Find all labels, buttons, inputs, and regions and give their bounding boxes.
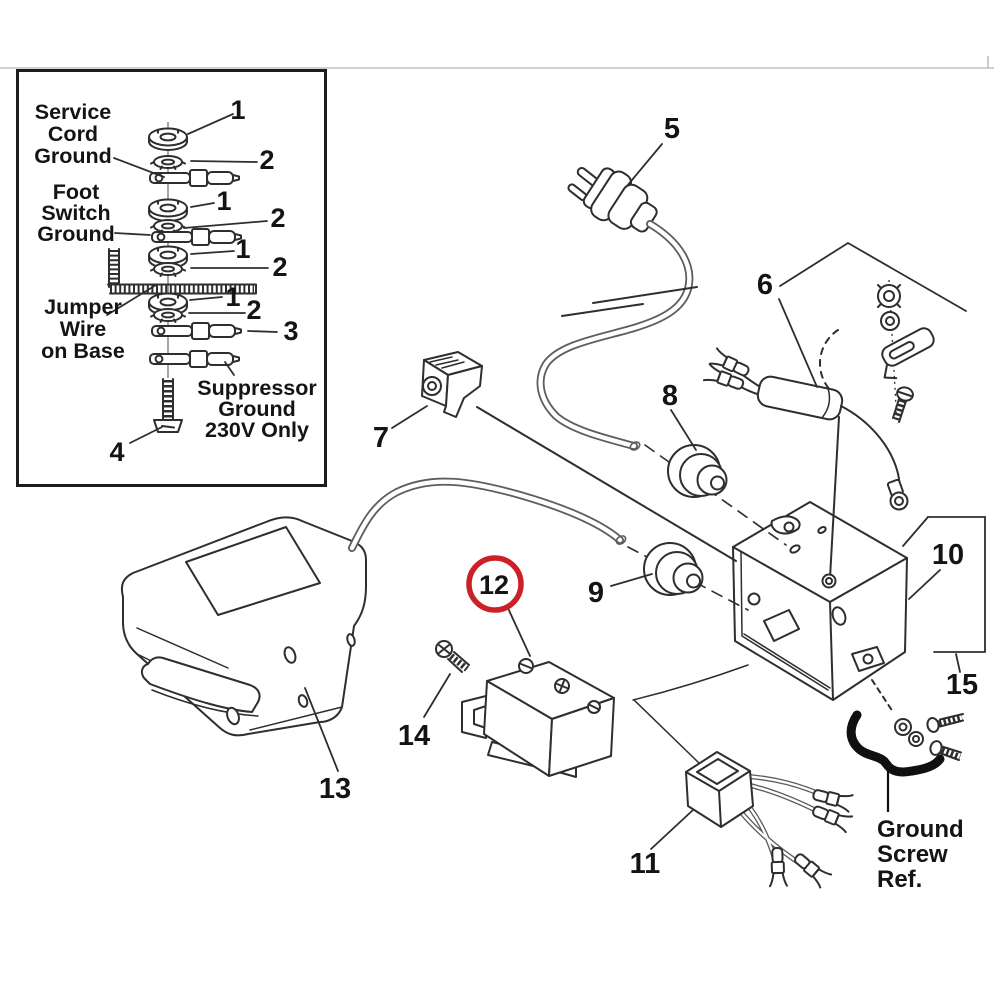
callout-5-number: 5 xyxy=(664,113,680,145)
cord-break-marks xyxy=(561,286,698,317)
callout-13-number: 13 xyxy=(319,773,351,805)
cable-clamp-drawing xyxy=(881,327,935,380)
part-13-foot-pedal-drawing xyxy=(120,477,627,737)
callout-8: 8 xyxy=(662,380,697,451)
callout-6: 6 xyxy=(757,241,967,388)
part-9-bushing-drawing xyxy=(643,542,704,596)
svg-text:Ground: Ground xyxy=(37,222,115,246)
callout-9: 9 xyxy=(588,573,653,609)
callout-6-number: 6 xyxy=(757,269,773,301)
lock-washer-drawing xyxy=(150,155,186,170)
inset-callout-1a: 1 xyxy=(230,95,245,125)
lock-washer-drawing xyxy=(150,308,186,323)
jumper-wire-drawing xyxy=(107,248,257,295)
ground-screw-ref-label-line-3: Ref. xyxy=(877,866,922,893)
hex-nut-drawing xyxy=(148,127,188,151)
svg-text:Wire: Wire xyxy=(60,317,106,341)
ground-screw-ref-group: Ground Screw Ref. xyxy=(846,710,964,893)
inset-panel-ground-hardware: 1 2 1 2 1 2 1 2 3 4 Service Cord Ground … xyxy=(16,69,327,487)
svg-text:Jumper: Jumper xyxy=(44,295,122,319)
ground-screw-2-drawing xyxy=(929,740,962,761)
callout-8-number: 8 xyxy=(662,380,678,412)
inset-callout-3: 3 xyxy=(283,316,298,346)
label-jumper-wire-on-base: Jumper Wire on Base xyxy=(41,295,125,363)
label-suppressor-ground-230v: Suppressor Ground 230V Only xyxy=(197,376,317,442)
part-7-clip-drawing xyxy=(421,351,483,418)
part-5-power-plug-drawing xyxy=(536,166,698,451)
callout-7: 7 xyxy=(373,405,428,454)
callout-11-number: 11 xyxy=(630,848,661,880)
callout-12-highlighted: 12 xyxy=(466,555,531,657)
lock-washer-drawing xyxy=(150,262,186,277)
ground-screw-ref-bracket xyxy=(846,710,945,777)
ground-screw-ref-label-line-2: Screw xyxy=(877,841,948,868)
ground-screw-1-drawing xyxy=(926,713,964,733)
callout-7-number: 7 xyxy=(373,422,389,454)
part-12-microswitch-drawing xyxy=(461,658,615,778)
part-14-screw-drawing xyxy=(435,640,470,673)
clamp-screw-drawing xyxy=(892,386,914,423)
callout-13: 13 xyxy=(304,687,351,805)
svg-text:Ground: Ground xyxy=(34,144,112,168)
part-6-suppressor-group-drawing xyxy=(702,279,935,589)
service-cord-ground-terminal-drawing xyxy=(149,169,240,187)
inset-callout-1d: 1 xyxy=(225,282,240,312)
part-10-switch-box-drawing xyxy=(632,501,908,764)
ground-screw-drawing xyxy=(153,378,183,433)
svg-text:Service: Service xyxy=(35,100,112,124)
inset-callout-1b: 1 xyxy=(216,186,231,216)
svg-text:Cord: Cord xyxy=(48,122,98,146)
inset-callout-2a: 2 xyxy=(259,145,274,175)
part-11-connector-drawing xyxy=(685,751,854,889)
label-foot-switch-ground: Foot Switch Ground xyxy=(37,180,115,246)
inset-callout-2d: 2 xyxy=(246,295,261,325)
inset-callout-4: 4 xyxy=(109,437,124,467)
part-8-bushing-drawing xyxy=(667,444,728,498)
callout-10-number: 10 xyxy=(932,539,964,571)
svg-text:Suppressor: Suppressor xyxy=(197,376,317,400)
suppressor-ground-terminal-drawing xyxy=(149,350,240,368)
svg-text:on Base: on Base xyxy=(41,339,125,363)
callout-15-number: 15 xyxy=(946,669,978,701)
callout-12-number: 12 xyxy=(479,570,509,600)
callout-14-number: 14 xyxy=(398,720,430,752)
highlight-circle xyxy=(466,555,524,613)
inset-callout-2c: 2 xyxy=(272,252,287,282)
inset-leader-lines xyxy=(106,113,278,444)
inset-callout-2b: 2 xyxy=(270,203,285,233)
label-service-cord-ground: Service Cord Ground xyxy=(34,100,112,168)
svg-text:Ground: Ground xyxy=(218,397,296,421)
callout-5: 5 xyxy=(626,113,680,187)
terminal-3-drawing xyxy=(151,322,242,340)
inset-callout-1c: 1 xyxy=(235,234,250,264)
callout-9-number: 9 xyxy=(588,577,604,609)
ground-screw-ref-label-line-1: Ground xyxy=(877,816,964,843)
foot-switch-ground-terminal-drawing xyxy=(151,228,242,246)
svg-text:Foot: Foot xyxy=(53,180,100,204)
svg-text:Switch: Switch xyxy=(41,201,110,225)
svg-text:230V Only: 230V Only xyxy=(205,418,309,442)
hex-nut-drawing xyxy=(148,198,188,222)
callout-10-15-bracket: 10 15 xyxy=(902,516,986,701)
callout-14: 14 xyxy=(398,673,451,752)
inset-border xyxy=(16,69,327,487)
callout-11: 11 xyxy=(630,809,694,880)
